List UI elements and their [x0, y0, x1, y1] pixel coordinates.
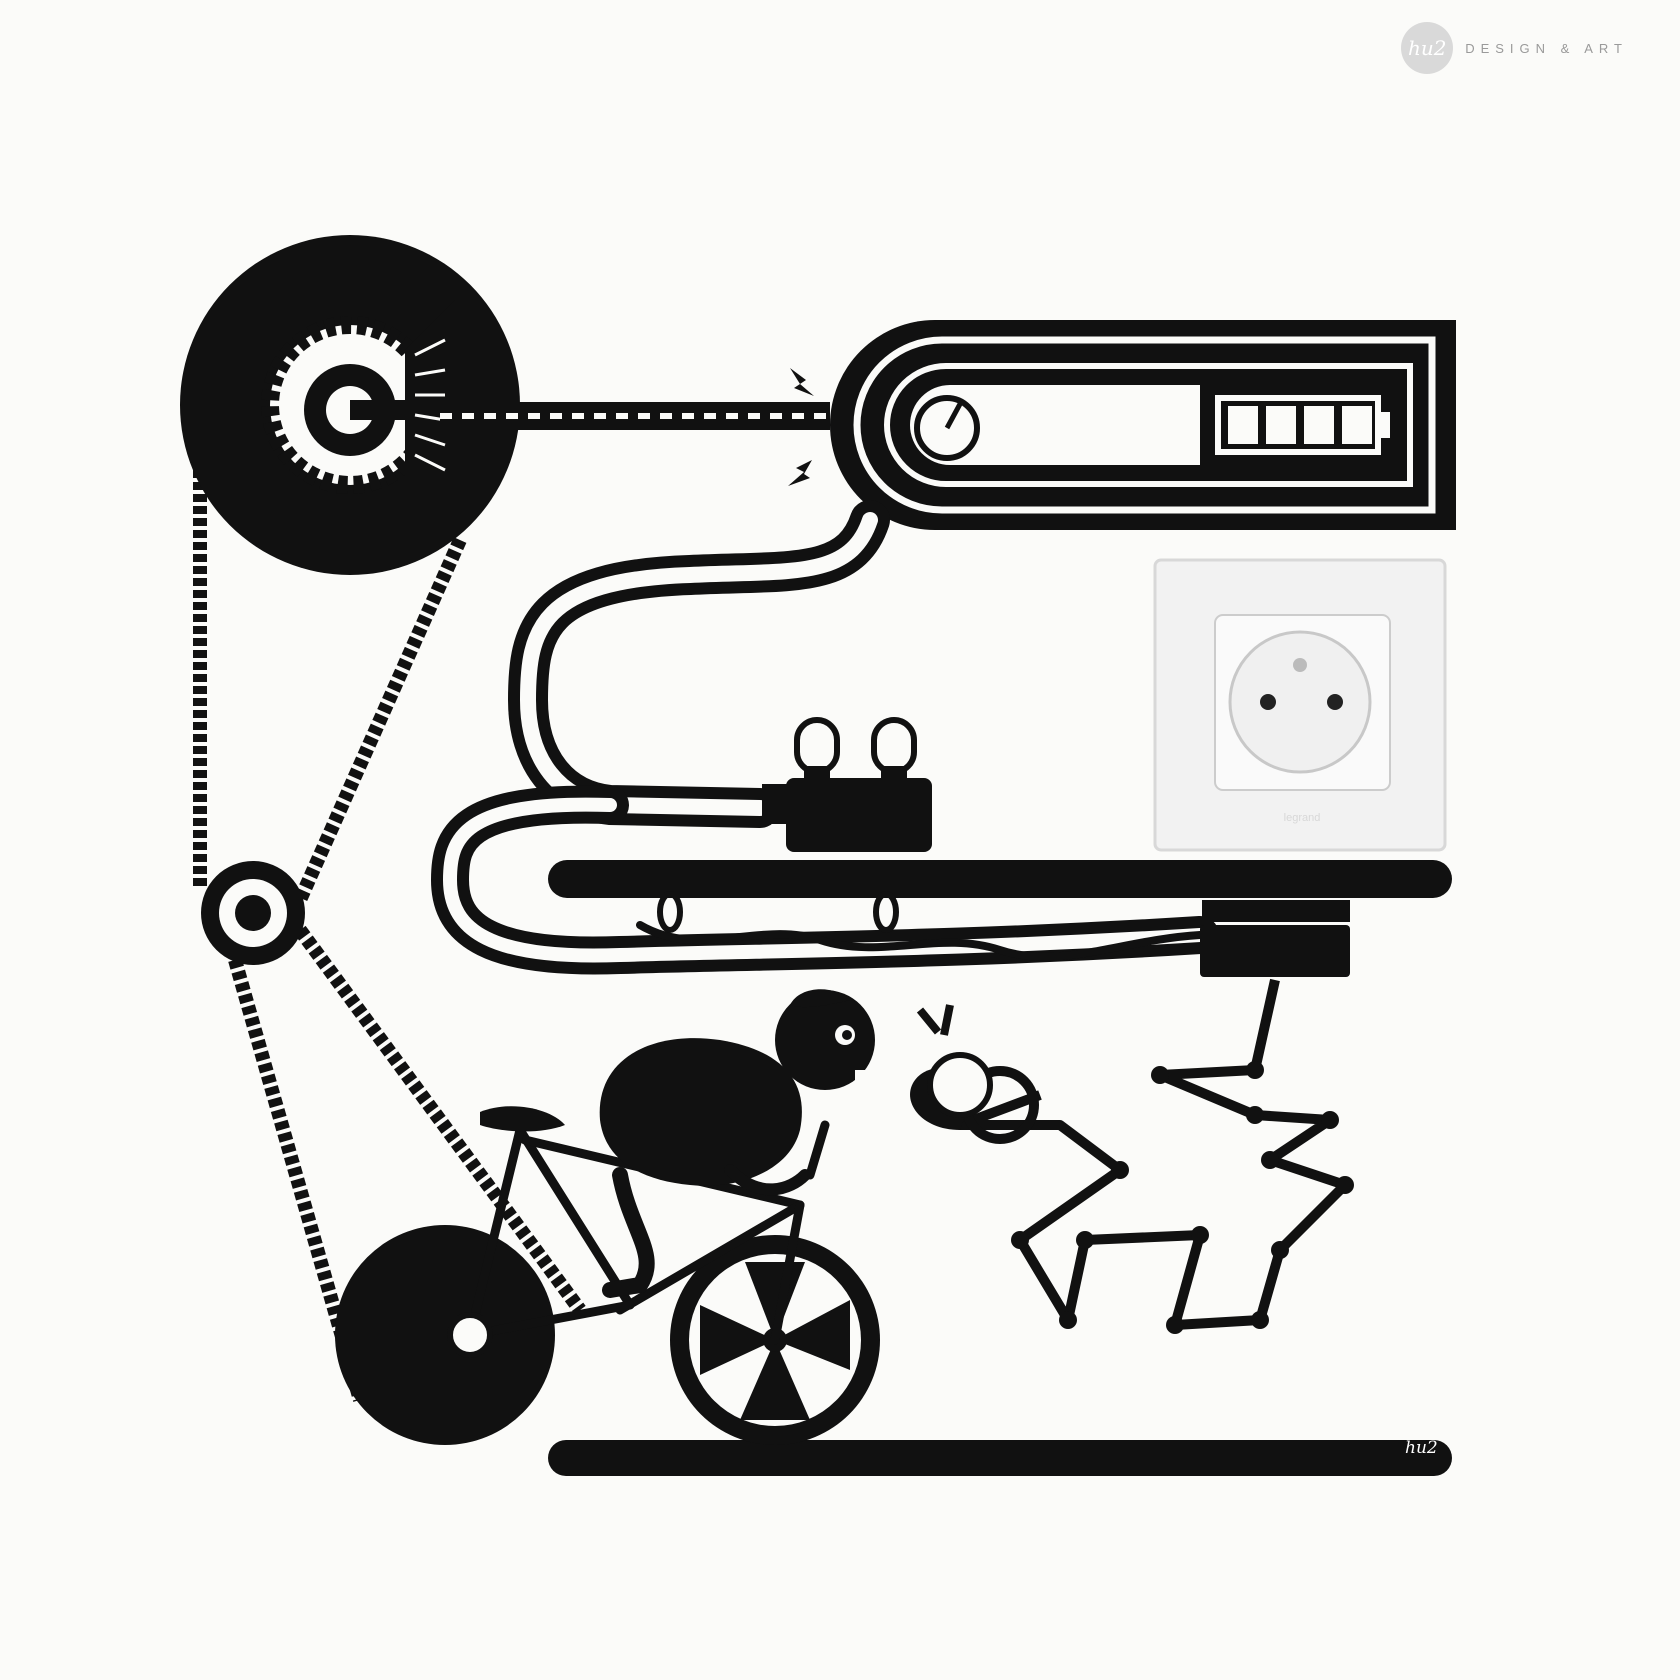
light-bulb-icon	[871, 717, 917, 780]
bulb-box	[762, 717, 932, 852]
brand-name: DESIGN & ART	[1465, 40, 1628, 56]
artist-signature: hu2	[1405, 1438, 1438, 1458]
twisted-rod	[440, 402, 830, 430]
rat-icon	[599, 989, 875, 1298]
lower-shelf	[548, 1440, 1452, 1476]
claw-head	[910, 1004, 1039, 1144]
robot-arm-joints	[1011, 1061, 1354, 1334]
lightning-icon	[788, 460, 812, 486]
socket-brand-label: legrand	[1283, 812, 1321, 824]
power-socket-icon	[1153, 558, 1447, 852]
lower-gear-icon	[335, 1225, 555, 1445]
connector-box	[1200, 900, 1350, 977]
upper-shelf	[548, 860, 1452, 898]
battery-icon	[1215, 395, 1390, 455]
lightning-icon	[790, 368, 814, 396]
brand-header: hu2 DESIGN & ART	[1401, 22, 1628, 74]
gauge-icon	[914, 395, 980, 461]
power-cable	[430, 500, 1219, 975]
brand-logo: hu2	[1401, 22, 1454, 74]
light-bulb-icon	[794, 717, 840, 780]
cable-hooks	[657, 891, 899, 933]
robot-arm	[955, 978, 1350, 1330]
battery-capsule	[830, 320, 1456, 530]
idler-pulley-icon	[201, 861, 305, 965]
brush-icon	[405, 300, 455, 520]
